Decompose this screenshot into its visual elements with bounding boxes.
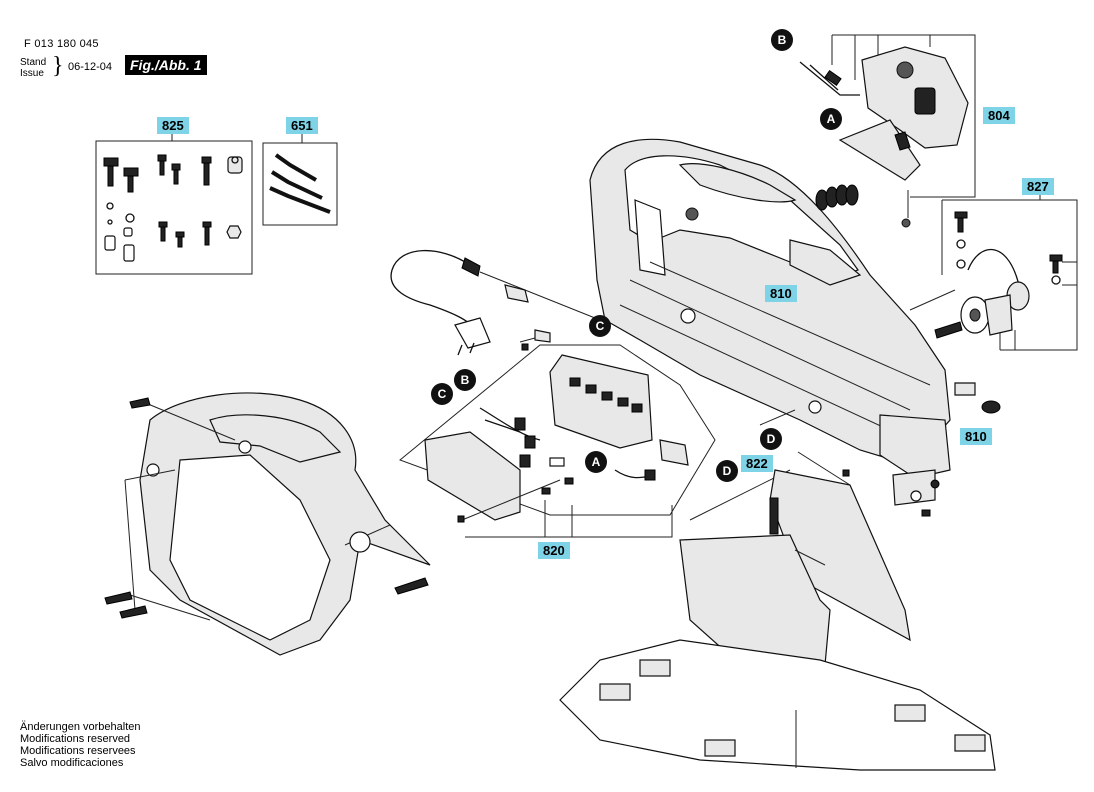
modifications-note: Änderungen vorbehalten Modifications res…	[20, 721, 140, 769]
note-english: Modifications reserved	[20, 733, 131, 745]
part-label-827: 827	[1022, 178, 1054, 195]
part-label-804: 804	[983, 107, 1015, 124]
electronics-module-820	[399, 343, 716, 538]
brush-assembly-827	[909, 190, 1078, 414]
callout-d-mid: D	[760, 428, 782, 450]
callout-b-top: B	[771, 29, 793, 51]
hardware-kit-825	[95, 130, 253, 275]
part-label-651: 651	[286, 117, 318, 134]
callout-a-mid: A	[585, 451, 607, 473]
callout-b-left: B	[454, 369, 476, 391]
base-plate-822	[559, 409, 996, 771]
issue-date: 06-12-04	[68, 61, 113, 73]
brace-symbol: }	[52, 53, 64, 79]
document-number: F 013 180 045	[24, 38, 99, 50]
stand-issue-labels: Stand Issue	[20, 57, 46, 79]
part-label-825: 825	[157, 117, 189, 134]
callout-c-left: C	[431, 383, 453, 405]
switch-assembly-804	[799, 34, 976, 228]
note-french: Modifications reservees	[20, 745, 136, 757]
callout-c-mid: C	[589, 315, 611, 337]
figure-label: Fig./Abb. 1	[125, 55, 207, 75]
power-cord	[390, 249, 601, 356]
main-housing-frame	[589, 138, 951, 506]
note-german: Änderungen vorbehalten	[20, 721, 141, 733]
part-label-820: 820	[538, 542, 570, 559]
side-housing-shell	[104, 392, 431, 656]
note-spanish: Salvo modificaciones	[20, 757, 124, 769]
hex-keys-651	[262, 130, 338, 226]
stand-label: Stand	[20, 57, 47, 68]
callout-d-right: D	[716, 460, 738, 482]
part-label-810-top: 810	[765, 285, 797, 302]
part-label-822: 822	[741, 455, 773, 472]
issue-label: Issue	[20, 68, 44, 79]
callout-a-top: A	[820, 108, 842, 130]
part-label-810-bottom: 810	[960, 428, 992, 445]
